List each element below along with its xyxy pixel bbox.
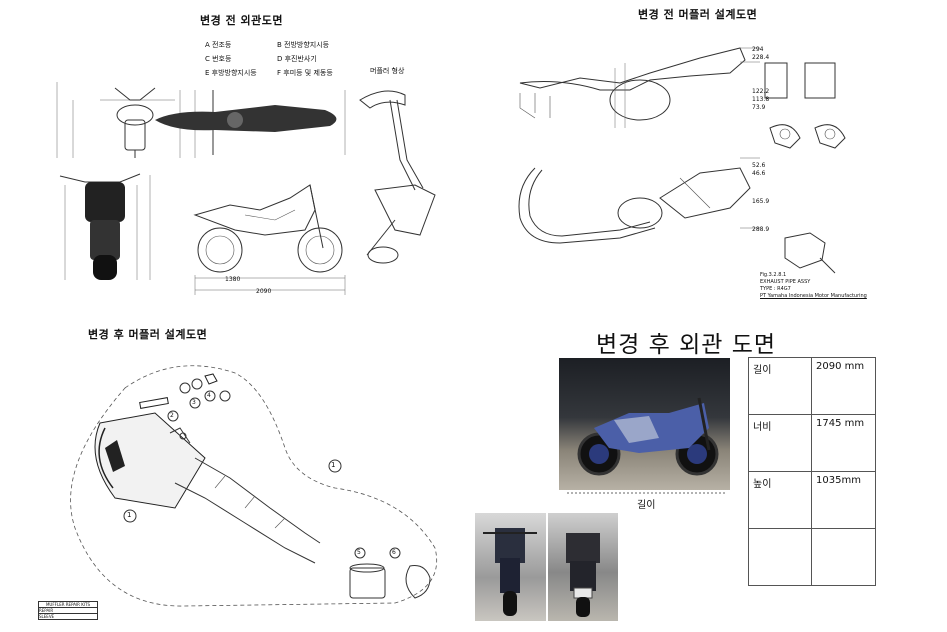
muffler-shape-sketch — [359, 90, 436, 264]
dim-label: 165.9 — [752, 198, 770, 205]
spec-label: 길이 — [748, 357, 812, 415]
dim-label: 52.6 — [752, 162, 766, 169]
motorcycle-photo-front — [475, 513, 546, 621]
dimension-labels-upper: 294 228.4 — [752, 46, 769, 62]
muffler-shape-note: 머플러 형상 — [370, 67, 405, 75]
before-exterior-drawing — [56, 82, 436, 295]
side-view — [193, 184, 346, 295]
dimension-1380: 1380 — [225, 276, 241, 283]
muffler-small-sketch — [784, 232, 836, 274]
spec-label — [748, 528, 812, 586]
legend-item: F 후미등 및 제동등 — [277, 69, 333, 77]
front-view — [56, 82, 196, 158]
caption-line: EXHAUST PIPE ASSY — [760, 279, 811, 285]
caption-line: TYPE : R4G7 — [760, 286, 791, 292]
part-legend: A 전조등 B 전방방향지시등 C 번호등 D 후진반사기 E 후방방향지시등 F 후… — [205, 38, 350, 80]
motorcycle-photo-rear — [548, 513, 618, 621]
caption-line: PT Yamaha Indonesia Motor Manufacturing — [760, 293, 867, 299]
callout-label: 6 — [392, 549, 396, 556]
after-muffler-title: 변경 후 머플러 설계도면 — [88, 328, 208, 341]
callout-label: 3 — [192, 399, 196, 406]
top-view — [155, 90, 346, 155]
callouts — [123, 390, 401, 559]
caption-line: Fig.3.2.8.1 — [760, 272, 787, 278]
muffler-canister — [94, 412, 206, 509]
spec-label: 높이 — [748, 471, 812, 529]
hardware-parts — [139, 373, 431, 599]
length-caption: 길이 — [637, 500, 656, 511]
motorcycle-photo-side — [559, 358, 730, 490]
legend-item: C 번호등 — [205, 55, 232, 63]
spec-row: 너비 1745 mm — [748, 414, 876, 472]
parts-box: MUFFLER REPAIR KITS REPAIR SLEEVE — [38, 601, 98, 620]
before-muffler-title: 변경 전 머플러 설계도면 — [638, 8, 758, 21]
spec-value: 1035mm — [811, 471, 876, 529]
legend-item: E 후방방향지시등 — [205, 69, 257, 77]
dim-label: 288.9 — [752, 226, 770, 233]
spec-row: 높이 1035mm — [748, 471, 876, 529]
callout-label: 4 — [207, 392, 211, 399]
legend-item: B 전방방향지시등 — [277, 41, 330, 49]
after-muffler-drawing — [70, 365, 437, 607]
dashed-outline — [70, 365, 437, 607]
callout-label: 1 — [331, 461, 336, 469]
after-exterior-title: 변경 후 외관 도면 — [596, 332, 777, 358]
before-exterior-title: 변경 전 외관도면 — [200, 14, 283, 27]
dimension-labels-mid: 122.2 113.8 73.9 — [752, 88, 769, 112]
legend-item: A 전조등 — [205, 41, 232, 49]
dim-label: 46.6 — [752, 170, 766, 177]
parts-box-row: REPAIR — [39, 608, 97, 614]
lower-pipe-view — [518, 157, 760, 244]
dimension-labels-lower: 52.6 46.6 — [752, 162, 765, 178]
rear-view — [59, 173, 151, 280]
dim-label: 73.9 — [752, 104, 766, 111]
legend-item: D 후진반사기 — [277, 55, 317, 63]
spec-label: 너비 — [748, 414, 812, 472]
drawing-caption: Fig.3.2.8.1 EXHAUST PIPE ASSY TYPE : R4G… — [760, 272, 867, 300]
spec-value: 2090 mm — [811, 357, 876, 415]
dim-label: 228.4 — [752, 54, 770, 61]
spec-row: 길이 2090 mm — [748, 357, 876, 415]
parts-box-row: MUFFLER REPAIR KITS — [39, 602, 97, 608]
link-pipe — [174, 457, 321, 564]
spec-table: 길이 2090 mm 너비 1745 mm 높이 1035mm — [748, 357, 876, 586]
spec-value: 1745 mm — [811, 414, 876, 472]
callout-label: 1 — [127, 511, 132, 519]
dim-label: 113.8 — [752, 96, 770, 103]
callout-label: 2 — [170, 412, 174, 419]
flange-details — [764, 62, 846, 149]
spec-row — [748, 528, 876, 586]
spec-value — [811, 528, 876, 586]
parts-box-row: SLEEVE — [39, 614, 55, 619]
callout-label: 5 — [357, 549, 361, 556]
dim-label: 294 — [752, 46, 764, 53]
dimension-2090: 2090 — [256, 288, 272, 295]
dim-label: 122.2 — [752, 88, 770, 95]
before-muffler-drawing — [518, 47, 846, 274]
upper-pipe-view — [519, 47, 760, 128]
